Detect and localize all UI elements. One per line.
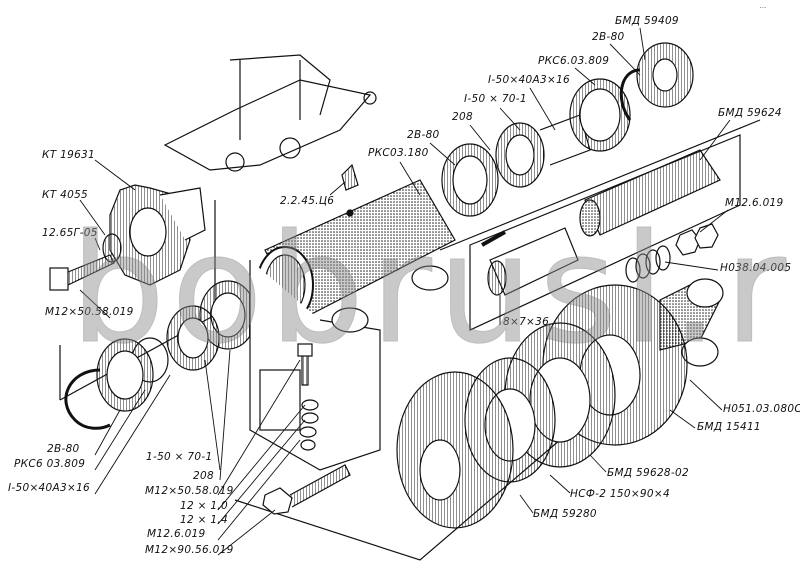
label-key: 8×7×36: [503, 316, 550, 328]
label-ring-top1: 2В-80: [407, 129, 440, 141]
label-nut-right: М12.6.019: [725, 197, 784, 209]
housing-tube-icon: [249, 179, 456, 471]
label-washer-14: 12 × 1,4: [180, 514, 228, 526]
sprocket-left-icon: [109, 184, 206, 286]
label-bmd59280: БМД 59280: [533, 508, 597, 520]
label-nsf: НСФ-2 150×90×4: [570, 488, 670, 500]
label-rks6-top: РКС6.03.809: [538, 55, 610, 67]
label-kt19631: КТ 19631: [42, 149, 96, 161]
label-i50-40-top: I-50×40А3×16: [488, 74, 571, 86]
label-grease-fitting: 2.2.45.Ц6: [280, 195, 335, 207]
label-i50-40-left: I-50×40А3×16: [8, 482, 91, 494]
label-208-top: 208: [452, 111, 473, 123]
label-spring: Н038.04.005: [720, 262, 792, 274]
bolt-left-icon: [49, 254, 115, 291]
washers-small-icon: [299, 399, 319, 451]
label-i50-70-left: 1-50 × 70-1: [146, 451, 213, 463]
hub-shaft-icon: [481, 227, 579, 296]
label-bolt-long: М12×90.56.019: [145, 544, 234, 556]
label-nut-left: М12.6.019: [147, 528, 206, 540]
label-bmd59624: БМД 59624: [718, 107, 782, 119]
label-208-left: 208: [193, 470, 214, 482]
label-rks03: РКС03.180: [368, 147, 429, 159]
label-bolt-mid: М12×50.58.019: [145, 485, 234, 497]
flange-discs-icon: [396, 284, 688, 529]
label-washer-10: 12 × 1,0: [180, 500, 228, 512]
bearing-top-group-icon: [441, 42, 694, 217]
label-bmd59628: БМД 59628-02: [607, 467, 689, 479]
label-rks6-left: РКС6 03.809: [14, 458, 86, 470]
label-bolt-left: М12×50.58.019: [45, 306, 134, 318]
label-kt4055: КТ 4055: [42, 189, 89, 201]
bearing-left-group-icon: [64, 280, 257, 430]
nuts-right-icon: [675, 223, 719, 256]
leader-lines: [79, 27, 731, 556]
label-ring-top2: 2В-80: [592, 31, 625, 43]
label-ring-left: 2В-80: [47, 443, 80, 455]
splined-shaft-icon: [579, 149, 721, 237]
small-bolt-icon: [297, 343, 313, 386]
corner-mark: ...: [760, 3, 767, 10]
grease-fitting-icon: [341, 163, 359, 191]
label-i50-70-top: I-50 × 70-1: [464, 93, 527, 105]
label-fork: Н051.03.080С: [723, 403, 800, 415]
label-bmd59409: БМД 59409: [615, 15, 679, 27]
label-bmd15411: БМД 15411: [697, 421, 761, 433]
spring-icon: [625, 245, 671, 283]
label-washer-1265: 12.65Г-05: [42, 227, 98, 239]
washer-left-icon: [102, 233, 122, 263]
machine-thumbnail-icon: [163, 54, 377, 172]
long-bolt-icon: [262, 464, 351, 515]
